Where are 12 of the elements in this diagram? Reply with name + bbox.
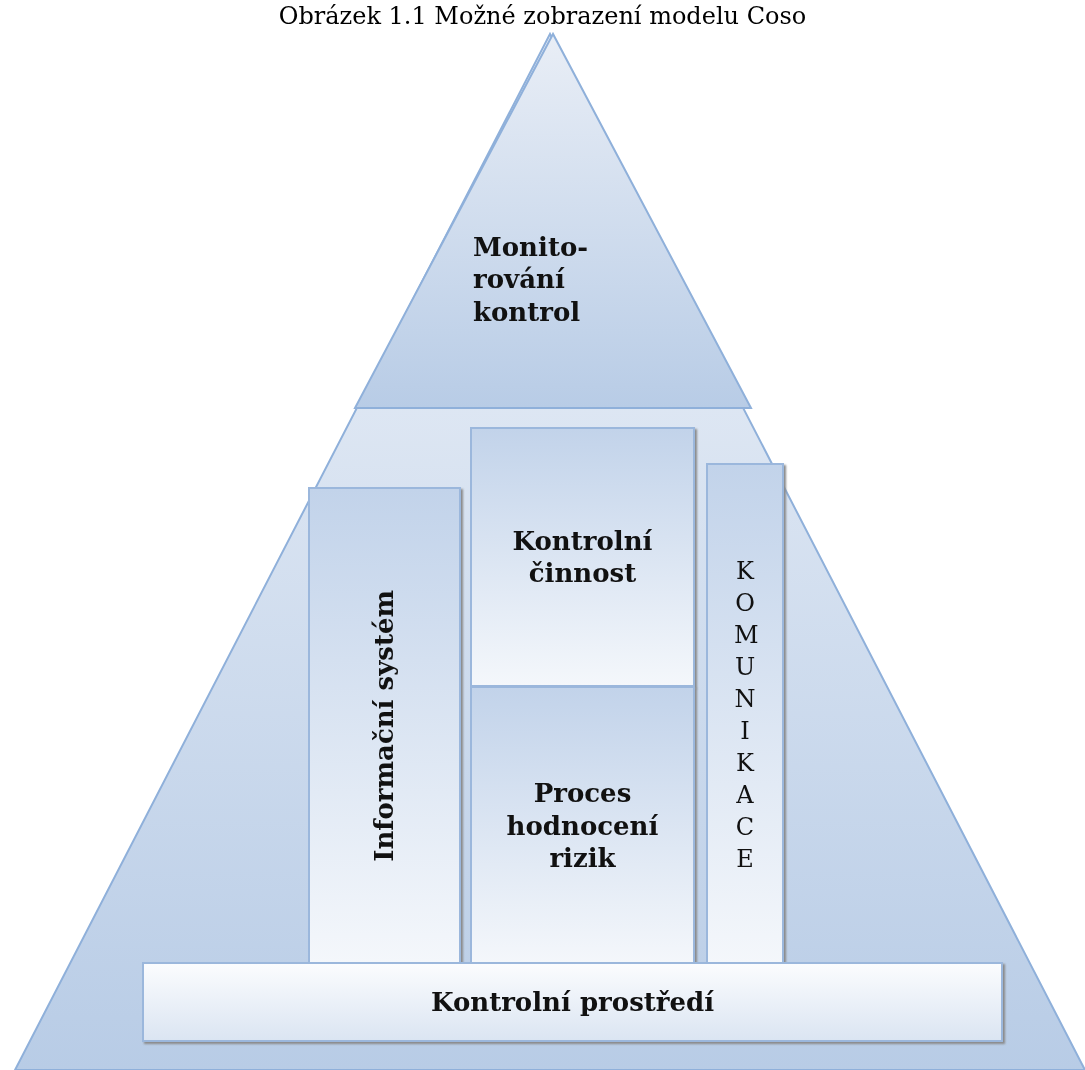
- figure-title: Obrázek 1.1 Možné zobrazení modelu Coso: [278, 2, 807, 30]
- box-label: Kontrolní činnost: [511, 524, 654, 590]
- box-label: KOMUNIKACE: [734, 555, 756, 875]
- apex-triangle: [355, 34, 751, 412]
- box-label: Proces hodnocení rizik: [505, 777, 660, 875]
- box-label: Kontrolní prostředí: [430, 985, 715, 1019]
- pillar-box: [308, 487, 461, 965]
- base-bar: [142, 962, 1003, 1042]
- box-label: Informační systém: [368, 590, 401, 862]
- pyramid-shape: [15, 34, 1085, 1070]
- box-label: Monito- rování kontrol: [473, 230, 590, 329]
- block-box: [470, 427, 695, 687]
